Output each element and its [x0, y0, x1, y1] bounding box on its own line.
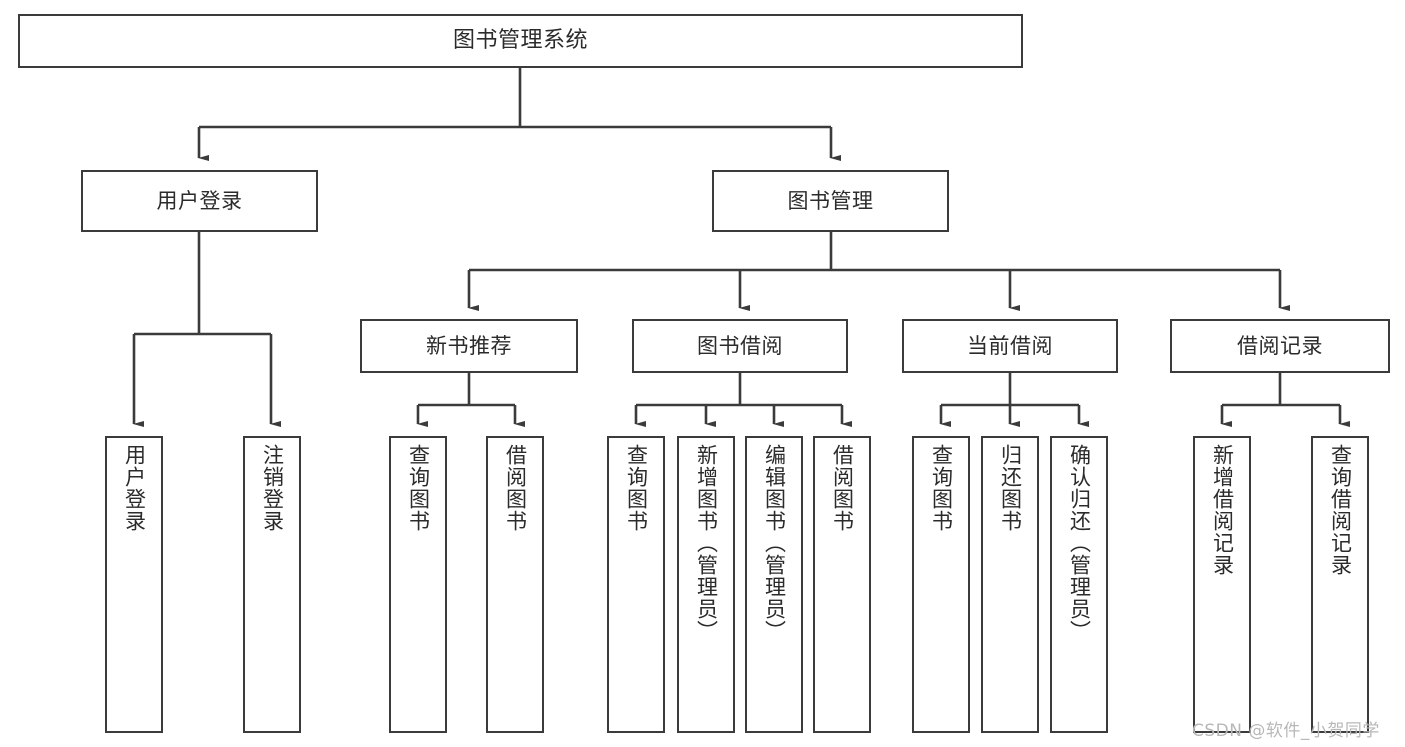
node-label: 注销登录: [260, 444, 285, 532]
node-label: 查询图书: [624, 444, 649, 532]
leaf-borrow-record-query[interactable]: 查询借阅记录: [1311, 436, 1369, 733]
node-label: 查询图书: [406, 444, 431, 532]
node-label: 借阅图书: [830, 444, 855, 532]
node-book-borrow[interactable]: 图书借阅: [632, 319, 848, 373]
leaf-current-borrow-return[interactable]: 归还图书: [981, 436, 1039, 733]
node-label: 图书管理系统: [452, 28, 588, 54]
node-user-login[interactable]: 用户登录: [81, 170, 318, 232]
node-label: 用户登录: [156, 188, 243, 213]
node-label: 新书推荐: [426, 333, 512, 358]
node-label: 确认归还（管理员）: [1067, 444, 1092, 642]
node-label: 当前借阅: [967, 333, 1053, 358]
node-book-management[interactable]: 图书管理: [712, 170, 949, 232]
leaf-book-borrow-query[interactable]: 查询图书: [607, 436, 665, 733]
node-label: 查询借阅记录: [1328, 444, 1353, 576]
node-borrow-record[interactable]: 借阅记录: [1170, 319, 1390, 373]
csdn-watermark: CSDN @软件_小贺同学: [1192, 721, 1380, 741]
leaf-new-book-query[interactable]: 查询图书: [389, 436, 447, 733]
node-current-borrow[interactable]: 当前借阅: [902, 319, 1118, 373]
node-label: 借阅记录: [1237, 333, 1323, 358]
leaf-book-borrow-add[interactable]: 新增图书（管理员）: [677, 436, 735, 733]
node-label: 图书借阅: [697, 333, 783, 358]
leaf-user-login-login[interactable]: 用户登录: [105, 436, 163, 733]
node-new-book-recommend[interactable]: 新书推荐: [360, 319, 578, 373]
leaf-current-borrow-confirm-return[interactable]: 确认归还（管理员）: [1050, 436, 1108, 733]
node-label: 新增图书（管理员）: [694, 444, 719, 642]
leaf-book-borrow-edit[interactable]: 编辑图书（管理员）: [745, 436, 803, 733]
node-label: 归还图书: [998, 444, 1023, 532]
leaf-borrow-record-add[interactable]: 新增借阅记录: [1193, 436, 1251, 733]
leaf-current-borrow-query[interactable]: 查询图书: [912, 436, 970, 733]
node-root-system[interactable]: 图书管理系统: [18, 14, 1023, 68]
node-label: 编辑图书（管理员）: [762, 444, 787, 642]
node-label: 借阅图书: [503, 444, 528, 532]
node-label: 新增借阅记录: [1210, 444, 1235, 576]
leaf-new-book-borrow[interactable]: 借阅图书: [486, 436, 544, 733]
leaf-user-login-logout[interactable]: 注销登录: [243, 436, 301, 733]
node-label: 图书管理: [787, 188, 874, 213]
node-label: 用户登录: [122, 444, 147, 532]
leaf-book-borrow-borrow[interactable]: 借阅图书: [813, 436, 871, 733]
node-label: 查询图书: [929, 444, 954, 532]
